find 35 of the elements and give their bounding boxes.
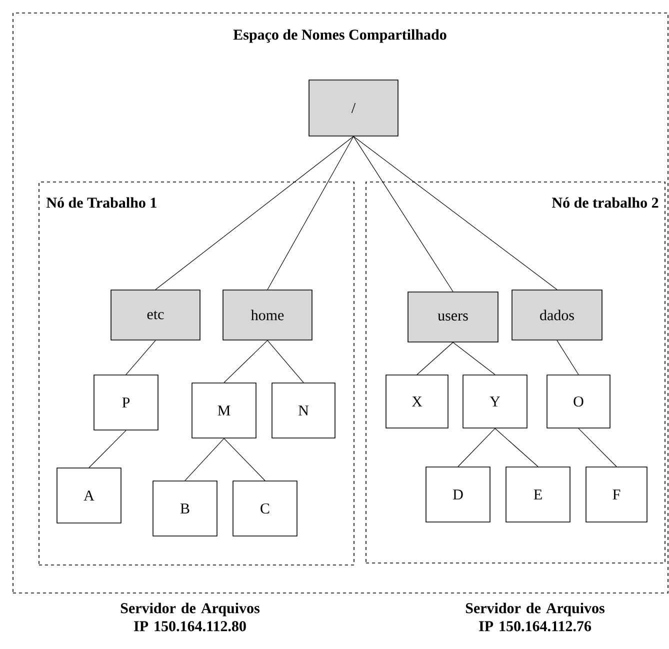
directory-box: users	[408, 292, 498, 342]
tree-line	[126, 340, 156, 375]
directory-box: dados	[512, 290, 602, 340]
tree-line	[184, 438, 224, 481]
tree-line	[578, 428, 617, 467]
tree-line	[494, 428, 538, 467]
tree-line	[224, 340, 268, 383]
tree-line	[416, 342, 454, 375]
tree-line	[155, 136, 354, 290]
directory-box: N	[272, 382, 336, 438]
tree-line	[224, 438, 266, 481]
tree-line	[458, 428, 496, 467]
directory-box: etc	[110, 290, 200, 340]
directory-box: M	[192, 382, 256, 438]
tree-line	[556, 340, 579, 375]
directory-box: home	[222, 290, 312, 340]
tree-line	[353, 136, 454, 292]
directory-box: O	[546, 374, 610, 428]
directory-box: P	[94, 374, 158, 430]
directory-box: D	[426, 466, 490, 522]
directory-box: X	[386, 374, 448, 428]
directory-box: B	[152, 480, 218, 536]
server-caption: Servidor de Arquivos IP 150.164.112.76	[466, 602, 605, 632]
directory-box: A	[56, 468, 122, 524]
directory-box: /	[308, 80, 398, 136]
tree-line	[88, 430, 126, 468]
directory-box: E	[506, 466, 570, 522]
directory-box: F	[586, 466, 648, 522]
tree-line	[353, 136, 558, 290]
directory-box: C	[232, 480, 298, 536]
directory-box: Y	[462, 374, 528, 428]
tree-line	[267, 136, 354, 290]
server-caption: Servidor de Arquivos IP 150.164.112.80	[120, 602, 260, 632]
tree-line	[452, 342, 496, 375]
tree-line	[267, 340, 304, 383]
